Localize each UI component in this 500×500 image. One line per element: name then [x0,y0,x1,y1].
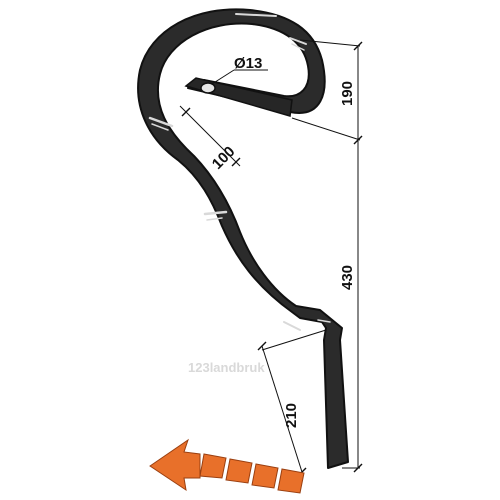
mounting-hole [200,82,216,94]
width-label: 100 [209,143,239,173]
tine-highlights [148,13,331,331]
arrow-left-icon [149,438,305,494]
tip-length-label: 210 [283,403,300,428]
watermark: 123landbruk [188,360,265,375]
hole-leader-line [211,69,235,85]
hole-diameter-label: Ø13 [234,55,262,72]
tine-band [137,8,349,469]
shank-length-label: 430 [339,265,356,290]
mounting-tab [184,77,293,117]
dimension-lines [179,39,363,477]
dimension-100-line [185,111,237,163]
spring-tine [137,8,349,469]
coil-height-label: 190 [339,81,356,106]
dimension-210-line [261,345,303,473]
